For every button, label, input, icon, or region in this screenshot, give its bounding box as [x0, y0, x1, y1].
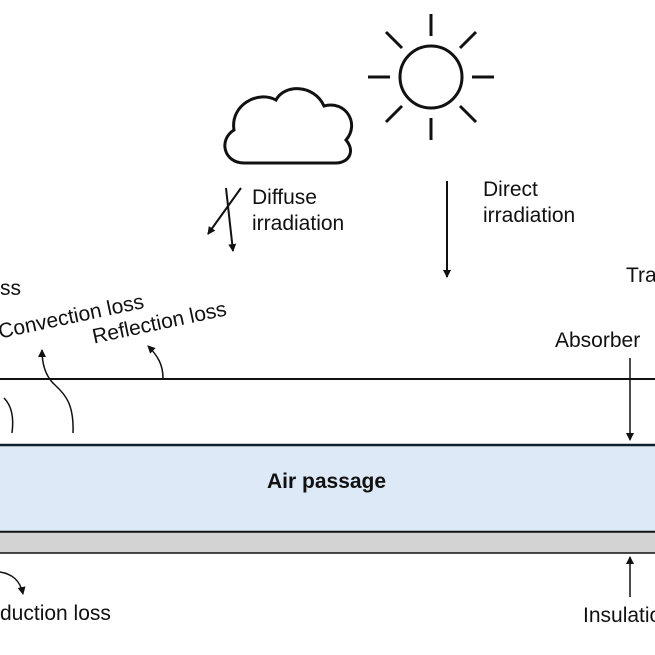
radiation-loss-curve: [3, 397, 14, 434]
absorber-label: Absorber: [555, 329, 641, 352]
diffuse-arrow-2: [225, 187, 237, 252]
sun-icon: [368, 14, 494, 140]
transparent-label-fragment: Tra: [626, 264, 655, 287]
direct-label-line2: irradiation: [483, 204, 576, 227]
conduction-loss-label-fragment: duction loss: [0, 602, 111, 625]
diffuse-arrow-1: [207, 187, 242, 235]
convection-loss-arrow: [38, 349, 74, 434]
reflection-loss-arrow: [147, 345, 164, 379]
insulation-label-fragment: Insulatio: [583, 604, 655, 627]
insulation-region: [0, 531, 655, 554]
conduction-loss-arrow: [0, 571, 26, 595]
direct-label-line1: Direct: [483, 178, 538, 201]
air-passage-label: Air passage: [267, 470, 387, 493]
radiation-loss-label-fragment: ss: [0, 277, 21, 300]
diffuse-label-line2: irradiation: [252, 212, 345, 235]
air-passage-region: [0, 443, 655, 534]
cloud-icon: [223, 87, 353, 165]
diffuse-label-line1: Diffuse: [252, 186, 317, 209]
